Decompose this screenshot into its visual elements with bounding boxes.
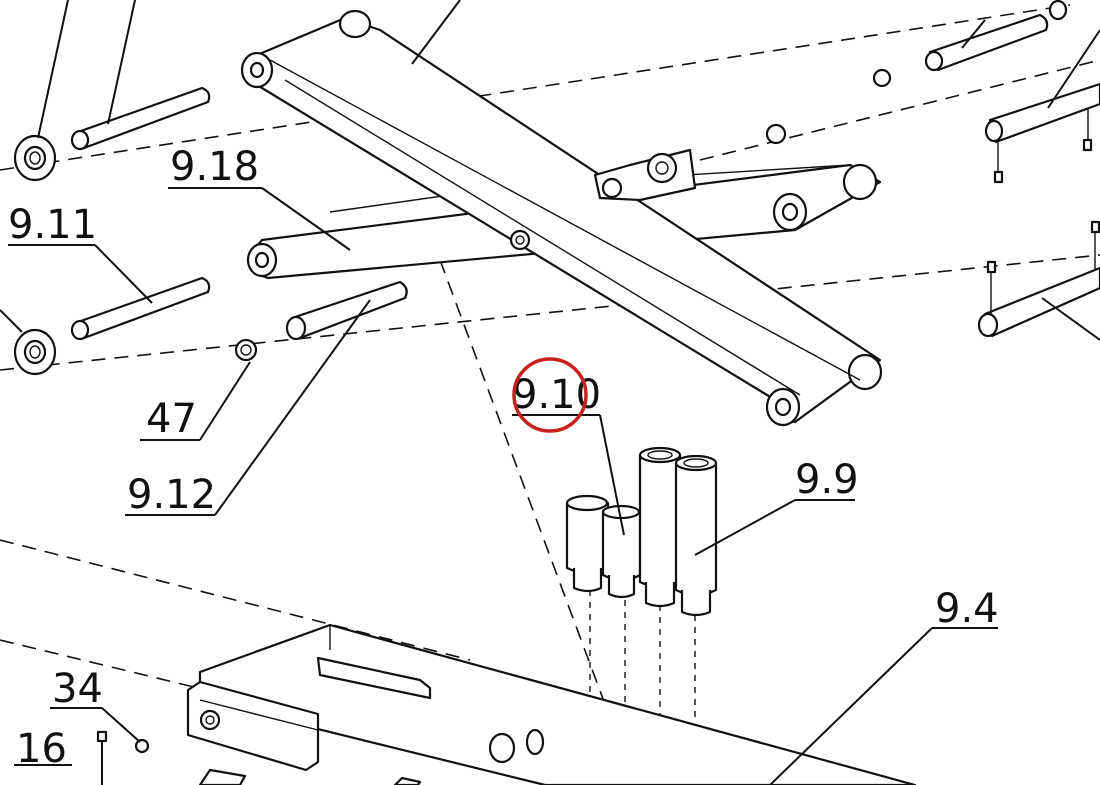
arm-assembly-9-18: [240, 9, 883, 427]
bushing-set: [565, 446, 718, 617]
callout-9-11: 9.11: [8, 202, 97, 248]
callout-9-4: 9.4: [935, 586, 999, 632]
base-frame-9-4: [96, 623, 917, 785]
callout-34: 34: [52, 666, 103, 712]
callout-47: 47: [146, 396, 197, 442]
callout-16: 16: [16, 726, 67, 772]
left-pins: [13, 86, 408, 376]
callout-9-18: 9.18: [170, 144, 259, 190]
callout-9-9: 9.9: [795, 457, 859, 503]
callout-9-12: 9.12: [127, 472, 216, 518]
right-pins: [765, 0, 1100, 338]
highlight-circle: [512, 357, 588, 433]
